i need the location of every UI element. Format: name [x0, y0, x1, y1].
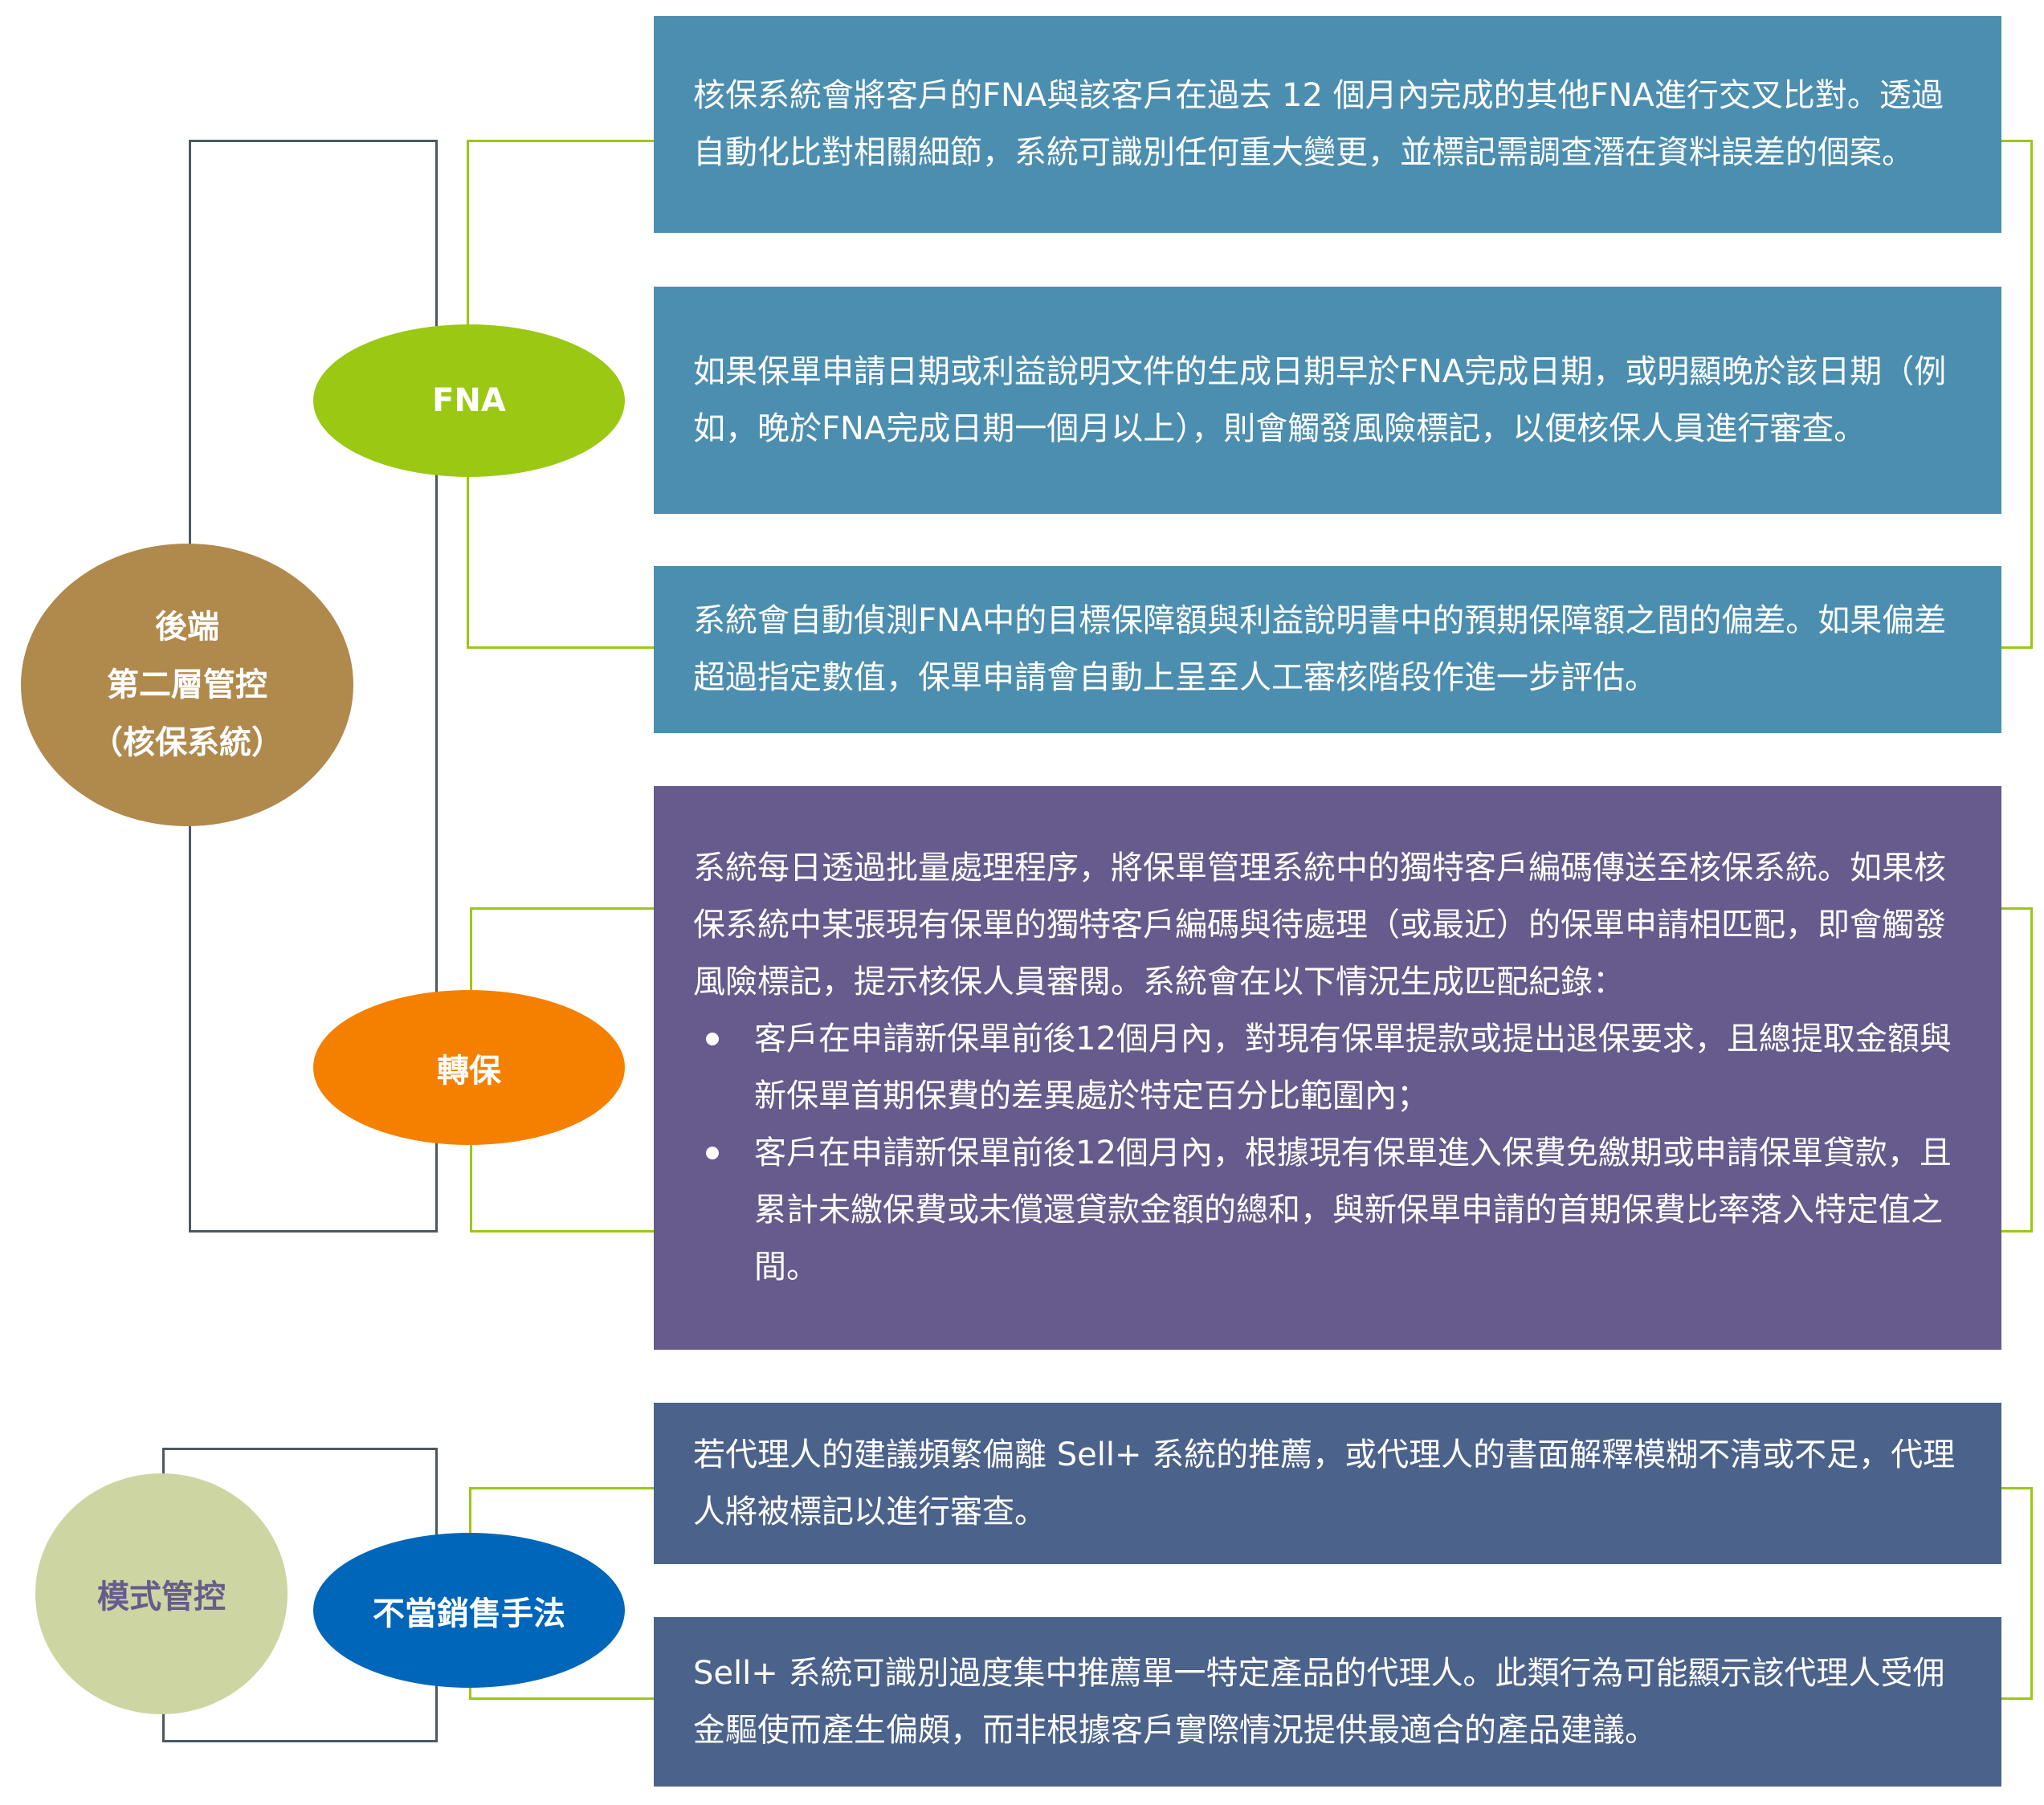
fna-node: FNA: [313, 324, 625, 477]
misselling-text-1: 若代理人的建議頻繁偏離 Sell+ 系統的推薦，或代理人的書面解釋模糊不清或不足…: [693, 1436, 1956, 1530]
misselling-box-1: 若代理人的建議頻繁偏離 Sell+ 系統的推薦，或代理人的書面解釋模糊不清或不足…: [654, 1403, 2001, 1564]
model-label: 模式管控: [97, 1579, 226, 1616]
root-label-2: 第二層管控: [107, 666, 267, 703]
fna-box-1: 核保系統會將客戶的FNA與該客戶在過去 12 個月內完成的其他FNA進行交叉比對…: [654, 16, 2001, 233]
fna-label: FNA: [432, 382, 506, 419]
fna-right-bracket: [1999, 140, 2033, 649]
fna-box-2: 如果保單申請日期或利益說明文件的生成日期早於FNA完成日期，或明顯晚於該日期（例…: [654, 287, 2001, 514]
bullet-item: 客戶在申請新保單前後12個月內，對現有保單提款或提出退保要求，且總提取金額與新保…: [706, 1011, 1964, 1125]
misselling-node: 不當銷售手法: [313, 1533, 625, 1688]
replacement-node: 轉保: [313, 990, 625, 1145]
fna-text-1: 核保系統會將客戶的FNA與該客戶在過去 12 個月內完成的其他FNA進行交叉比對…: [693, 77, 1944, 171]
replacement-right-bracket: [1999, 907, 2033, 1233]
fna-text-2: 如果保單申請日期或利益說明文件的生成日期早於FNA完成日期，或明顯晚於該日期（例…: [693, 352, 1947, 447]
model-node: 模式管控: [35, 1473, 288, 1714]
root-node: 後端 第二層管控 （核保系統）: [21, 544, 353, 826]
fna-text-3: 系統會自動偵測FNA中的目標保障額與利益說明書中的預期保障額之間的偏差。如果偏差…: [693, 602, 1947, 696]
replacement-label: 轉保: [437, 1052, 501, 1090]
misselling-label: 不當銷售手法: [373, 1595, 565, 1632]
misselling-text-2: Sell+ 系統可識別過度集中推薦單一特定產品的代理人。此類行為可能顯示該代理人…: [693, 1654, 1945, 1749]
root-label-1: 後端: [155, 609, 219, 646]
root-label-3: （核保系統）: [91, 724, 284, 761]
misselling-box-2: Sell+ 系統可識別過度集中推薦單一特定產品的代理人。此類行為可能顯示該代理人…: [654, 1617, 2001, 1787]
bullet-item: 客戶在申請新保單前後12個月內，根據現有保單進入保費免繳期或申請保單貸款，且累計…: [706, 1125, 1964, 1296]
replacement-bullets: 客戶在申請新保單前後12個月內，對現有保單提款或提出退保要求，且總提取金額與新保…: [693, 1011, 1964, 1296]
fna-box-3: 系統會自動偵測FNA中的目標保障額與利益說明書中的預期保障額之間的偏差。如果偏差…: [654, 566, 2001, 733]
replacement-intro: 系統每日透過批量處理程序，將保單管理系統中的獨特客戶編碼傳送至核保系統。如果核保…: [693, 850, 1946, 1000]
misselling-right-bracket: [1999, 1487, 2033, 1700]
replacement-box: 系統每日透過批量處理程序，將保單管理系統中的獨特客戶編碼傳送至核保系統。如果核保…: [654, 786, 2001, 1350]
